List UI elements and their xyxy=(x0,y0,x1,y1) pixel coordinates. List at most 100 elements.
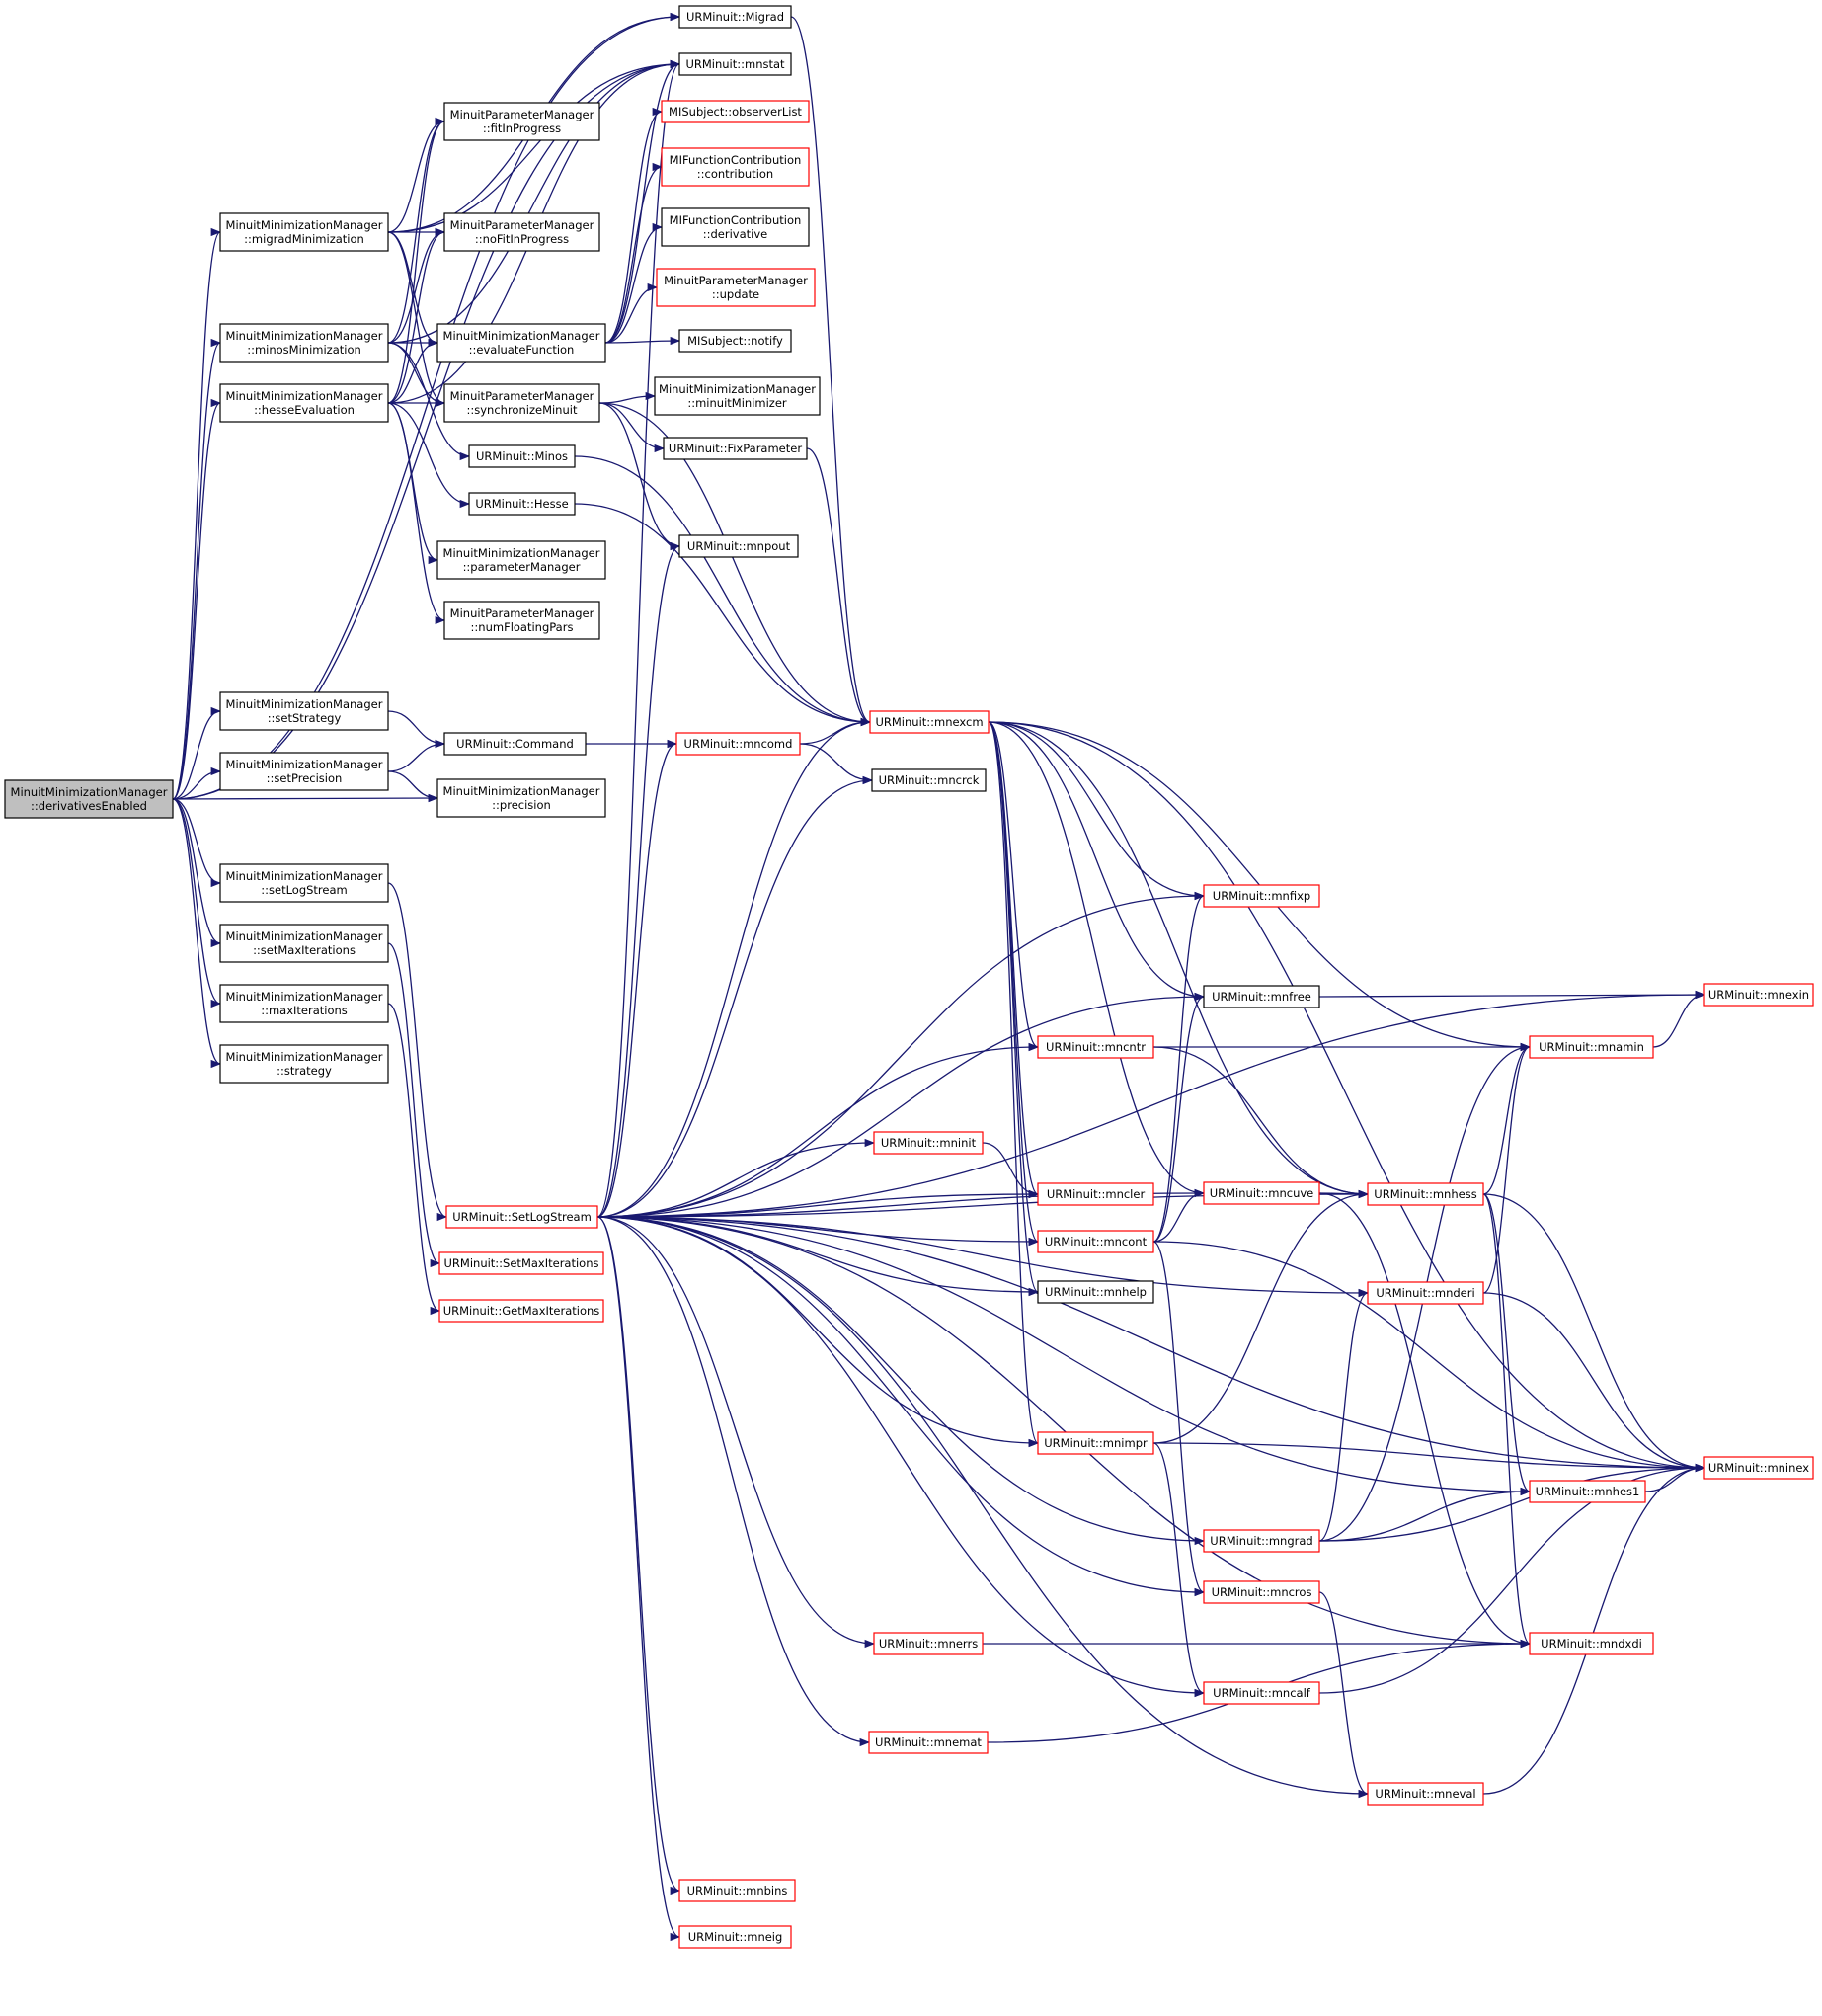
call-edge xyxy=(598,402,666,453)
node-label: URMinuit::mncrck xyxy=(879,773,980,787)
node-mncler[interactable]: URMinuit::mncler xyxy=(1037,1182,1154,1206)
call-edge xyxy=(1152,1188,1206,1243)
node-label: URMinuit::mngrad xyxy=(1210,1534,1312,1548)
node-GetMaxIterations[interactable]: URMinuit::GetMaxIterations xyxy=(438,1299,604,1323)
node-setLogStream[interactable]: MinuitMinimizationManager::setLogStream xyxy=(219,863,389,903)
node-box xyxy=(219,984,389,1023)
node-setStrategy[interactable]: MinuitMinimizationManager::setStrategy xyxy=(219,691,389,731)
node-box xyxy=(1037,1431,1154,1455)
node-noFitInProgress[interactable]: MinuitParameterManager::noFitInProgress xyxy=(443,212,600,252)
node-mnamin[interactable]: URMinuit::mnamin xyxy=(1529,1035,1654,1059)
call-edge xyxy=(596,1138,876,1218)
call-edge xyxy=(598,391,657,404)
node-derivative[interactable]: MIFunctionContribution::derivative xyxy=(661,207,810,247)
node-label: ::noFitInProgress xyxy=(475,232,569,246)
node-migradMinimization[interactable]: MinuitMinimizationManager::migradMinimiz… xyxy=(219,212,389,252)
node-notify[interactable]: MISubject::notify xyxy=(678,329,792,353)
node-SetMaxIterations[interactable]: URMinuit::SetMaxIterations xyxy=(438,1251,604,1275)
node-setMaxIterations[interactable]: MinuitMinimizationManager::setMaxIterati… xyxy=(219,924,389,963)
node-box xyxy=(1703,983,1814,1007)
node-label: MinuitMinimizationManager xyxy=(226,329,383,343)
node-mnbins[interactable]: URMinuit::mnbins xyxy=(678,1879,796,1902)
node-mngrad[interactable]: URMinuit::mngrad xyxy=(1203,1529,1320,1553)
node-fitInProgress[interactable]: MinuitParameterManager::fitInProgress xyxy=(443,102,600,141)
node-mncrck[interactable]: URMinuit::mncrck xyxy=(871,768,987,792)
call-edge xyxy=(1318,1591,1370,1799)
node-mncomd[interactable]: URMinuit::mncomd xyxy=(675,732,801,756)
node-mncuve[interactable]: URMinuit::mncuve xyxy=(1203,1181,1320,1205)
node-SetLogStream[interactable]: URMinuit::SetLogStream xyxy=(445,1205,598,1229)
node-mnerrs[interactable]: URMinuit::mnerrs xyxy=(873,1632,984,1655)
node-synchronizeMinuit[interactable]: MinuitParameterManager::synchronizeMinui… xyxy=(443,383,600,423)
node-label: ::hesseEvaluation xyxy=(254,403,355,417)
node-Command[interactable]: URMinuit::Command xyxy=(443,732,587,756)
node-update[interactable]: MinuitParameterManager::update xyxy=(656,268,816,307)
node-strategy[interactable]: MinuitMinimizationManager::strategy xyxy=(219,1044,389,1084)
call-edge xyxy=(806,447,872,727)
node-observerList[interactable]: MISubject::observerList xyxy=(661,100,810,123)
node-parameterManager[interactable]: MinuitMinimizationManager::parameterMana… xyxy=(436,540,606,580)
node-box xyxy=(219,212,389,252)
node-FixParameter[interactable]: URMinuit::FixParameter xyxy=(663,437,808,460)
node-mncont[interactable]: URMinuit::mncont xyxy=(1037,1230,1154,1253)
node-mnfixp[interactable]: URMinuit::mnfixp xyxy=(1203,884,1320,908)
node-box xyxy=(663,437,808,460)
node-mndxdi[interactable]: URMinuit::mndxdi xyxy=(1529,1632,1654,1655)
node-mnimpr[interactable]: URMinuit::mnimpr xyxy=(1037,1431,1154,1455)
call-edge xyxy=(596,1042,1040,1218)
node-Hesse[interactable]: URMinuit::Hesse xyxy=(468,492,576,516)
node-Minos[interactable]: URMinuit::Minos xyxy=(468,444,576,468)
call-edge xyxy=(387,739,446,772)
node-label: URMinuit::Command xyxy=(456,737,574,751)
node-mneval[interactable]: URMinuit::mneval xyxy=(1367,1782,1484,1806)
node-box xyxy=(219,924,389,963)
node-Migrad[interactable]: URMinuit::Migrad xyxy=(678,5,792,29)
node-maxIterations[interactable]: MinuitMinimizationManager::maxIterations xyxy=(219,984,389,1023)
node-precision[interactable]: MinuitMinimizationManager::precision xyxy=(436,778,606,818)
call-edge xyxy=(387,227,446,344)
node-box xyxy=(678,534,799,558)
node-mncntr[interactable]: URMinuit::mncntr xyxy=(1037,1035,1154,1059)
call-edge xyxy=(596,1216,681,1895)
node-mnexcm[interactable]: URMinuit::mnexcm xyxy=(869,710,990,734)
node-box xyxy=(219,323,389,363)
node-mnexin[interactable]: URMinuit::mnexin xyxy=(1703,983,1814,1007)
node-mneig[interactable]: URMinuit::mneig xyxy=(678,1925,792,1949)
node-mnderi[interactable]: URMinuit::mnderi xyxy=(1367,1281,1484,1305)
node-contribution[interactable]: MIFunctionContribution::contribution xyxy=(661,147,810,187)
node-label: URMinuit::GetMaxIterations xyxy=(443,1304,600,1318)
node-mnhess[interactable]: URMinuit::mnhess xyxy=(1367,1182,1484,1206)
node-mninex[interactable]: URMinuit::mninex xyxy=(1703,1456,1814,1480)
node-mncros[interactable]: URMinuit::mncros xyxy=(1203,1580,1320,1604)
node-mnhes1[interactable]: URMinuit::mnhes1 xyxy=(1529,1480,1646,1503)
node-evaluateFunction[interactable]: MinuitMinimizationManager::evaluateFunct… xyxy=(436,323,606,363)
node-label: ::fitInProgress xyxy=(483,121,561,135)
call-edge xyxy=(988,721,1040,1296)
node-label: URMinuit::mninex xyxy=(1708,1461,1809,1475)
node-setPrecision[interactable]: MinuitMinimizationManager::setPrecision xyxy=(219,752,389,791)
node-mnemat[interactable]: URMinuit::mnemat xyxy=(868,1731,989,1754)
node-mnhelp[interactable]: URMinuit::mnhelp xyxy=(1037,1280,1154,1304)
node-mnpout[interactable]: URMinuit::mnpout xyxy=(678,534,799,558)
node-minosMinimization[interactable]: MinuitMinimizationManager::minosMinimiza… xyxy=(219,323,389,363)
node-label: MinuitMinimizationManager xyxy=(11,785,168,799)
node-label: ::strategy xyxy=(277,1064,332,1078)
node-mninit[interactable]: URMinuit::mninit xyxy=(873,1131,984,1155)
node-numFloatingPars[interactable]: MinuitParameterManager::numFloatingPars xyxy=(443,601,600,640)
node-mnfree[interactable]: URMinuit::mnfree xyxy=(1203,985,1320,1008)
node-minuitMinimizer[interactable]: MinuitMinimizationManager::minuitMinimiz… xyxy=(654,376,821,416)
call-edge xyxy=(1318,1463,1706,1542)
node-label: MinuitMinimizationManager xyxy=(226,929,383,943)
node-hesseEvaluation[interactable]: MinuitMinimizationManager::hesseEvaluati… xyxy=(219,383,389,423)
node-label: MinuitMinimizationManager xyxy=(226,869,383,883)
call-edge xyxy=(1152,1241,1206,1597)
call-edge xyxy=(1644,1463,1706,1492)
node-derivativesEnabled: MinuitMinimizationManager::derivativesEn… xyxy=(4,779,174,819)
node-box xyxy=(1203,1529,1320,1553)
node-mncalf[interactable]: URMinuit::mncalf xyxy=(1203,1681,1320,1705)
node-box xyxy=(219,691,389,731)
node-label: URMinuit::mncuve xyxy=(1210,1186,1314,1200)
node-label: URMinuit::mneval xyxy=(1375,1787,1475,1801)
node-mnstat[interactable]: URMinuit::mnstat xyxy=(678,52,792,76)
node-label: MinuitMinimizationManager xyxy=(443,329,600,343)
